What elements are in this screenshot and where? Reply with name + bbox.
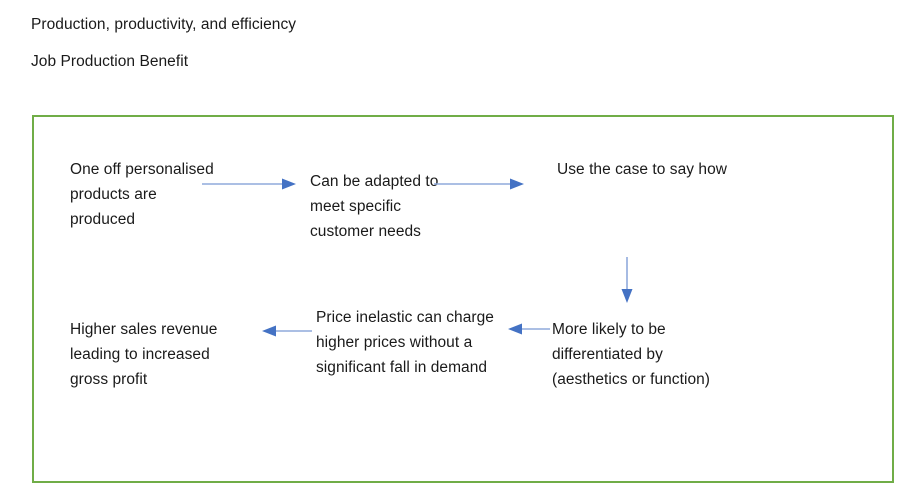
flow-node-line: products are xyxy=(70,186,157,203)
flow-node-line: Can be adapted to xyxy=(310,173,439,190)
flow-node-line: (aesthetics or function) xyxy=(552,371,710,388)
arrow-left-icon xyxy=(262,325,312,337)
flow-node-line: customer needs xyxy=(310,223,421,240)
flow-node-one-off-products: One off personalised products are produc… xyxy=(70,157,270,232)
flow-node-differentiated: More likely to be differentiated by (aes… xyxy=(552,317,772,392)
arrow-down-icon xyxy=(621,257,633,303)
flow-node-line: More likely to be xyxy=(552,321,666,338)
flow-node-line: Use the case to say how xyxy=(557,161,728,178)
arrow-left-icon xyxy=(508,323,550,335)
page-title: Production, productivity, and efficiency xyxy=(31,16,297,33)
diagram-subtitle: Job Production Benefit xyxy=(31,53,189,70)
flow-node-line: One off personalised xyxy=(70,161,214,178)
flow-node-use-the-case: Use the case to say how xyxy=(557,157,787,182)
flow-node-line: higher prices without a xyxy=(316,334,473,351)
arrow-right-icon xyxy=(434,178,524,190)
arrow-right-icon xyxy=(202,178,296,190)
flow-node-adapted-to-customer-needs: Can be adapted to meet specific customer… xyxy=(310,169,525,244)
flow-node-line: differentiated by xyxy=(552,346,663,363)
flow-node-line: Price inelastic can charge xyxy=(316,309,494,326)
flow-node-higher-sales-revenue: Higher sales revenue leading to increase… xyxy=(70,317,290,392)
flow-node-line: Higher sales revenue xyxy=(70,321,218,338)
flow-node-line: produced xyxy=(70,211,136,228)
flow-node-line: significant fall in demand xyxy=(316,359,488,376)
flow-node-line: leading to increased xyxy=(70,346,210,363)
flow-node-price-inelastic: Price inelastic can charge higher prices… xyxy=(316,305,526,380)
diagram-container: One off personalised products are produc… xyxy=(32,115,894,483)
flow-node-line: meet specific xyxy=(310,198,402,215)
flow-node-line: gross profit xyxy=(70,371,148,388)
